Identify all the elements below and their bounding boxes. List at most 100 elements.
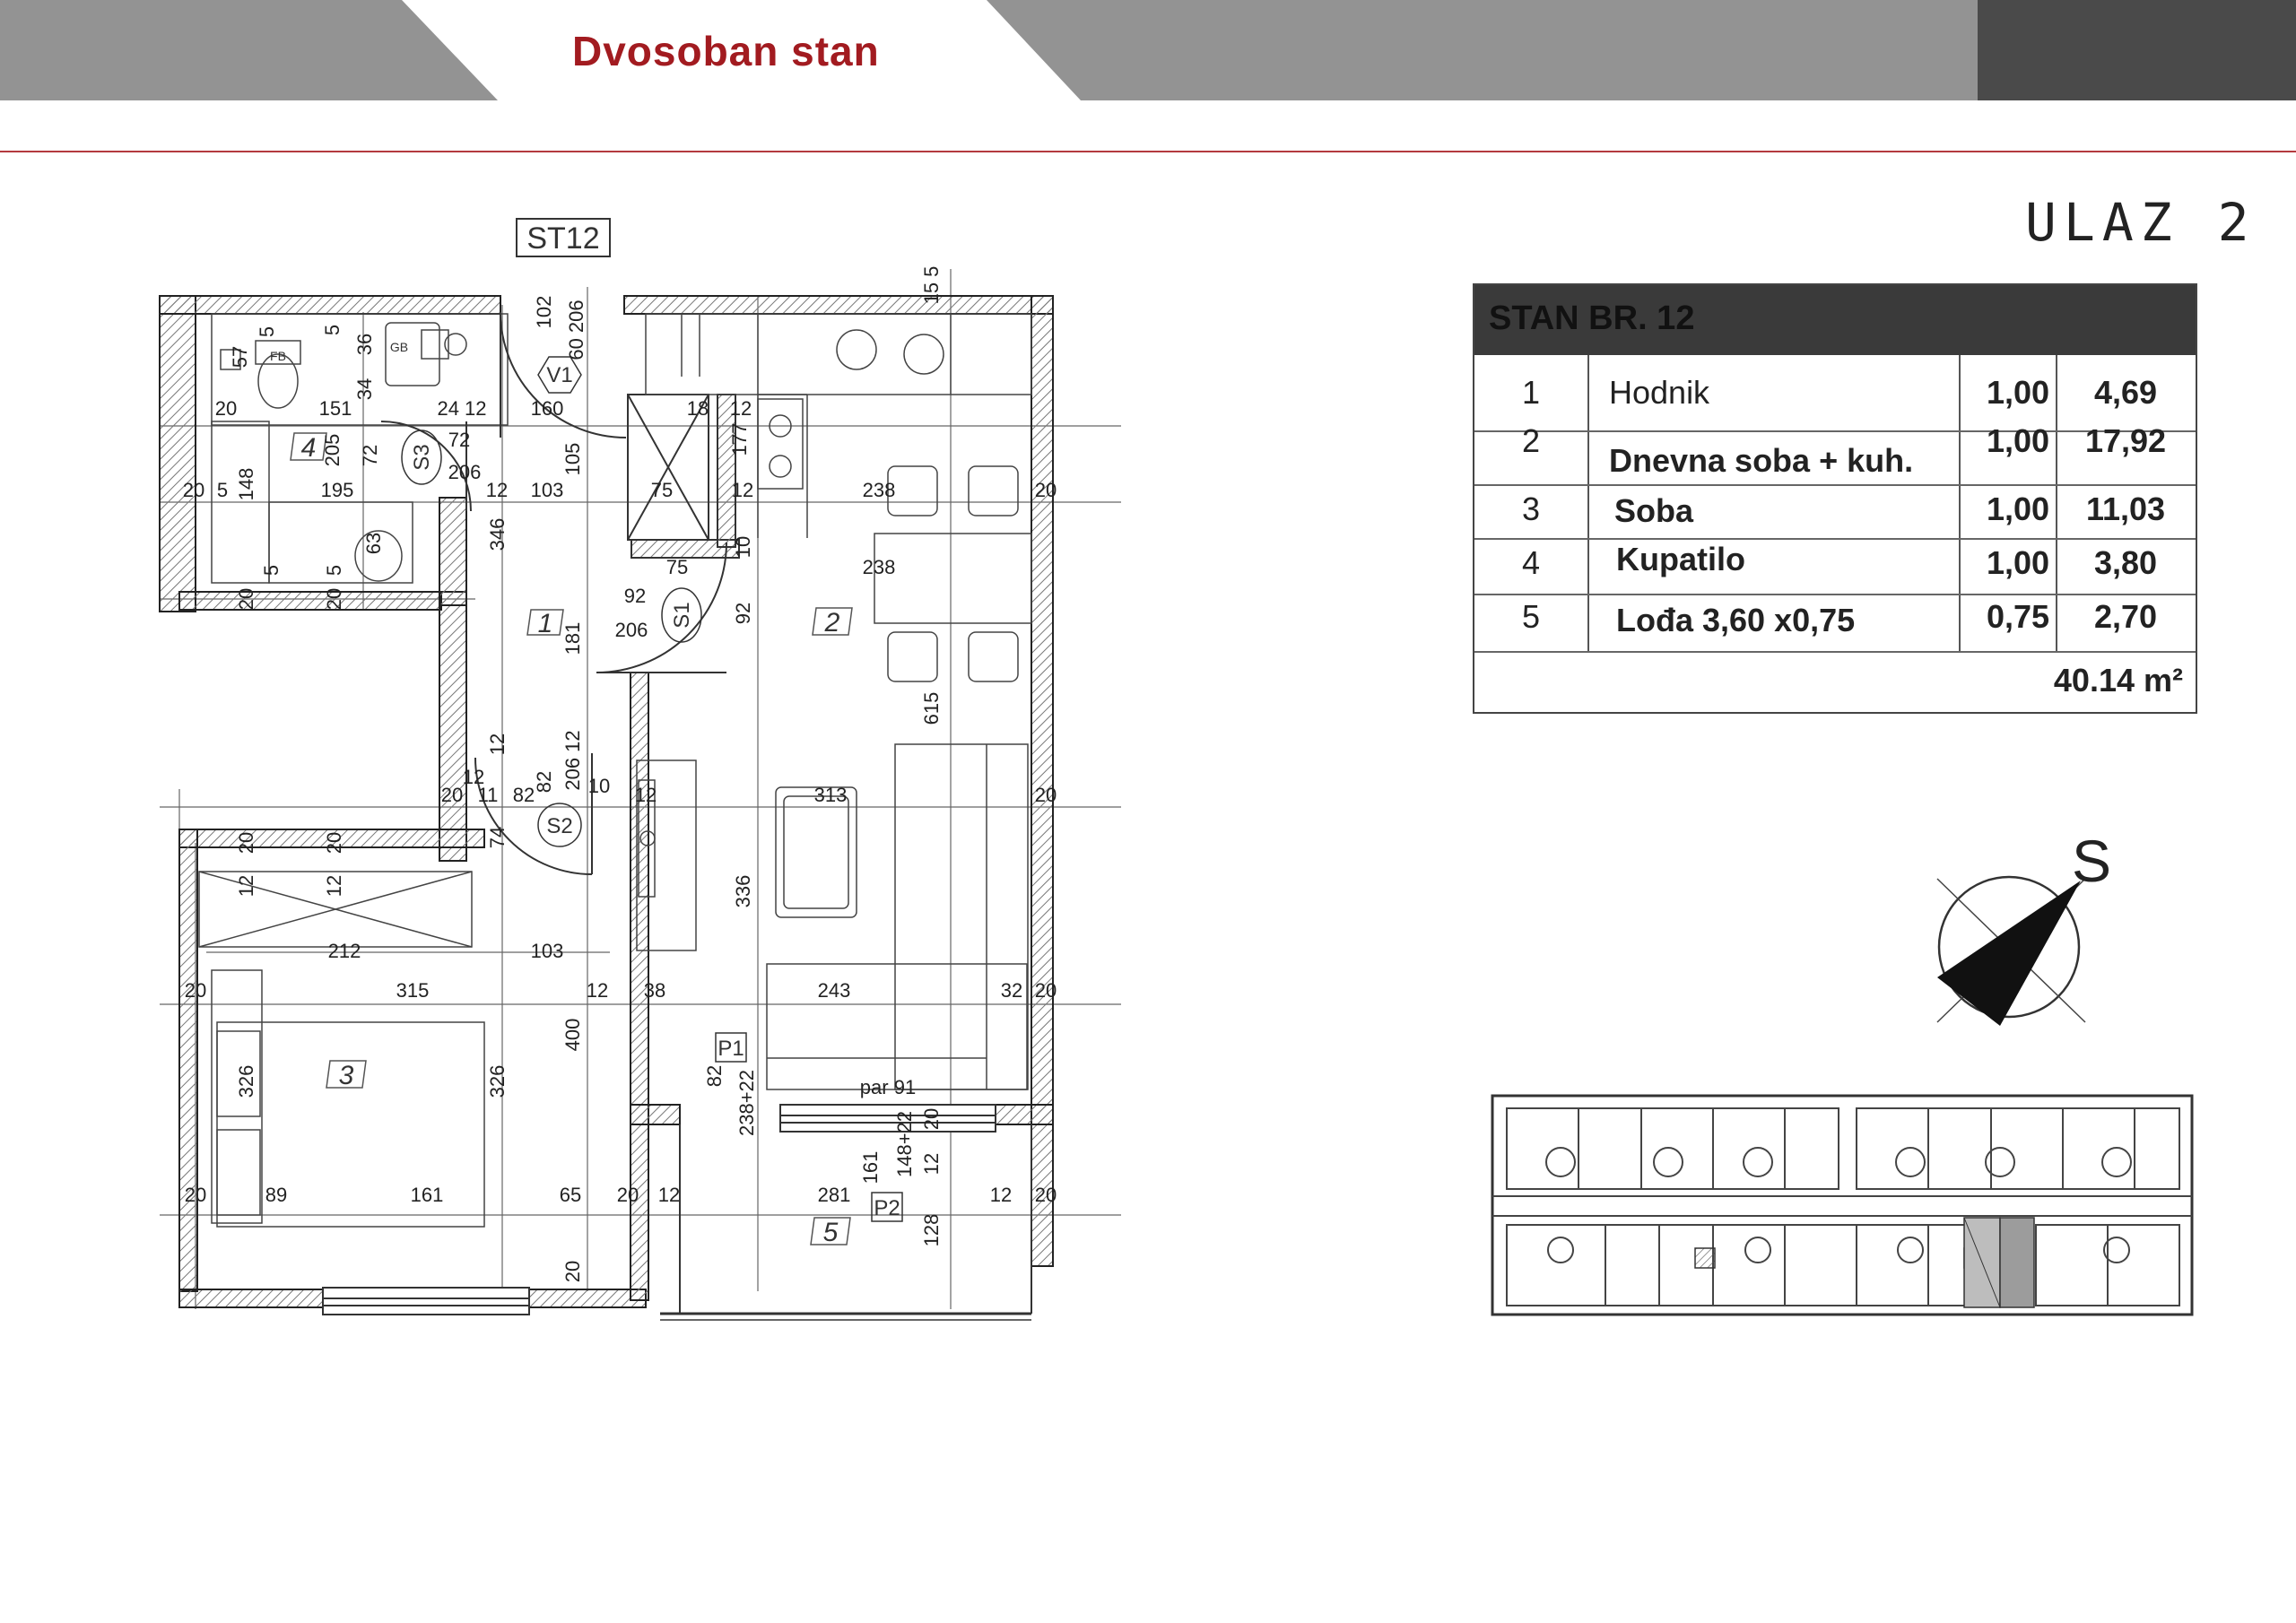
row-factor: 0,75 [1986, 598, 2050, 635]
dim: 181 [561, 622, 584, 655]
dim: 5 [323, 565, 345, 576]
table-row-divider [1474, 651, 2196, 653]
dim: 177 [728, 423, 751, 456]
dim: 161 [411, 1184, 444, 1206]
total-area: 40.14 m² [2053, 662, 2183, 699]
dim: 12 [486, 733, 509, 755]
dim: 400 [561, 1019, 584, 1052]
table-row: 4 Kupatilo 1,00 3,80 [1474, 536, 2196, 590]
dim: 36 [353, 334, 376, 355]
header-graphic [0, 0, 2296, 100]
dim: 12 [730, 397, 752, 420]
dim: 75 [666, 556, 688, 578]
table-row: 3 Soba 1,00 11,03 [1474, 482, 2196, 536]
dim: 82 [533, 771, 555, 793]
table-header: STAN BR. 12 [1474, 285, 2196, 355]
dim: 57 [229, 346, 251, 368]
row-area: 4,69 [2093, 374, 2158, 411]
dim: 243 [818, 979, 851, 1002]
room-2-label: 2 [824, 608, 840, 638]
dim: 65 [560, 1184, 581, 1206]
room-3-label: 3 [339, 1061, 354, 1090]
dim: 315 [396, 979, 430, 1002]
dim: 12 [732, 479, 753, 501]
row-factor: 1,00 [1986, 544, 2050, 581]
dim: 20 [185, 979, 206, 1002]
header-divider [0, 151, 2296, 152]
row-name: Kupatilo [1616, 541, 1745, 577]
symbol-s2: S2 [546, 814, 572, 838]
dim: 63 [362, 533, 385, 554]
dim: 20 [215, 397, 237, 420]
dim: 82 [513, 784, 535, 806]
dim: 206 12 [561, 730, 584, 790]
symbol-fb: FB [270, 349, 286, 363]
dim: 20 [235, 832, 257, 854]
dim: 20 [617, 1184, 639, 1206]
symbol-s1: S1 [670, 602, 694, 628]
dim: 20 [235, 588, 257, 610]
orientation-label: S [2072, 828, 2112, 894]
dim: 20 [1035, 784, 1057, 806]
row-num: 3 [1521, 490, 1541, 527]
row-name: Dnevna soba + kuh. [1609, 442, 1914, 479]
row-area: 2,70 [2093, 598, 2158, 635]
dim: 72 [448, 429, 470, 451]
table-row-divider [1474, 430, 2196, 432]
row-area: 17,92 [2084, 422, 2167, 459]
dim: 15 5 [920, 266, 943, 305]
dim: 336 [732, 875, 754, 908]
row-factor: 1,00 [1986, 422, 2050, 459]
dim: 12 [323, 875, 345, 897]
table-row-divider [1474, 484, 2196, 486]
dim: 20 [1035, 1184, 1057, 1206]
dim: 103 [531, 940, 564, 962]
header-band: Dvosoban stan [0, 0, 2296, 100]
dim: 5 [217, 479, 228, 501]
dim: 12 [486, 479, 508, 501]
table-row-divider [1474, 594, 2196, 595]
dim: 12 [463, 766, 484, 788]
dim: 206 [448, 461, 482, 483]
dim: 326 [235, 1065, 257, 1098]
row-name: Soba [1614, 492, 1694, 529]
dim: 10 [732, 536, 754, 558]
dim: 103 [531, 479, 564, 501]
dim: 12 [235, 875, 257, 897]
dim: 20 [920, 1108, 943, 1130]
dim: 20 [183, 479, 204, 501]
dim: 212 [328, 940, 361, 962]
dim: 20 [323, 832, 345, 854]
unit-tag-box [516, 218, 611, 257]
dim: 5 [260, 565, 283, 576]
dim: 20 [185, 1184, 206, 1206]
dim: 92 [732, 603, 754, 624]
dim: 20 [1035, 479, 1057, 501]
dim: 105 [561, 443, 584, 476]
table-divider [1959, 355, 1961, 651]
dim: 151 [319, 397, 352, 420]
dim: 12 [587, 979, 608, 1002]
dim: 10 [588, 775, 610, 797]
dim: 161 [859, 1151, 882, 1185]
dim: 326 [486, 1065, 509, 1098]
dim: 12 [635, 784, 657, 806]
table-divider [2056, 355, 2057, 651]
room-4-label: 4 [301, 433, 317, 463]
table-row: 5 Lođa 3,60 x0,75 0,75 2,70 [1474, 590, 2196, 644]
row-num: 2 [1521, 422, 1541, 459]
row-name: Hodnik [1609, 374, 1710, 411]
dim: 148+22 [893, 1111, 916, 1177]
symbol-gb: GB [390, 340, 408, 354]
dim: 206 [615, 619, 648, 641]
dim: 5 [256, 326, 278, 337]
dim: 128 [920, 1214, 943, 1247]
row-num: 5 [1521, 598, 1541, 635]
dim: 11 [478, 784, 499, 806]
compass-icon [1936, 875, 2086, 1026]
row-num: 1 [1521, 374, 1541, 411]
row-factor: 1,00 [1986, 490, 2050, 527]
table-title: STAN BR. 12 [1489, 299, 1695, 337]
dim: 60 206 [565, 299, 587, 360]
dim: 72 [359, 445, 381, 466]
